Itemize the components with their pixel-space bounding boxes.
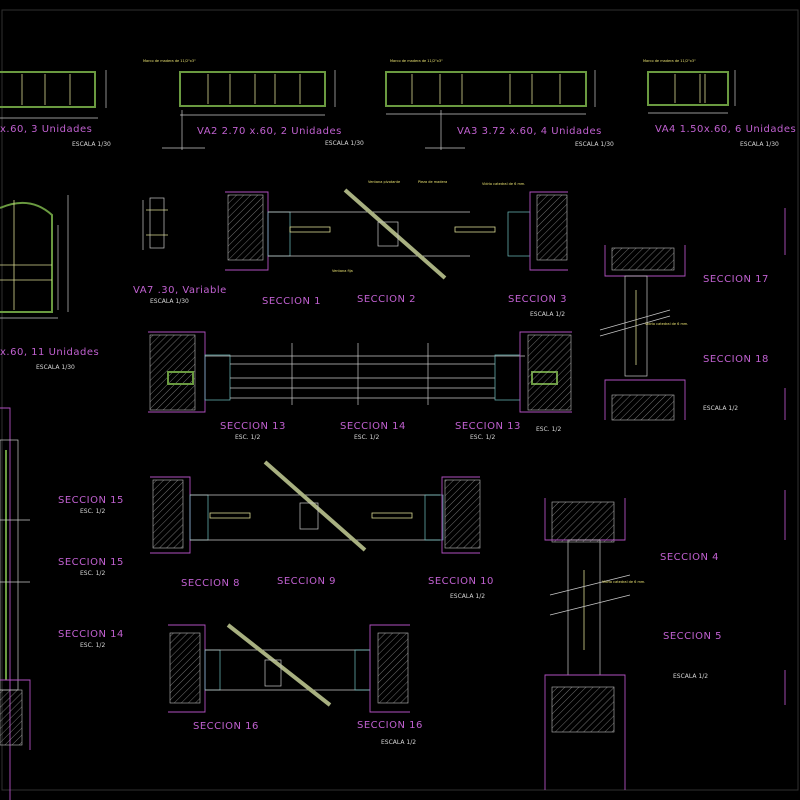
section-label-15b: SECCION 15 (58, 557, 124, 568)
section-label-15a: SECCION 15 (58, 495, 124, 506)
note-marco-va3: Marco de madera de 11/2"x3" (390, 59, 443, 63)
section-label-17: SECCION 17 (703, 274, 769, 285)
section-scale-1-3: ESCALA 1/2 (530, 311, 565, 318)
section-13-14-drawing (148, 331, 572, 413)
section-label-2: SECCION 2 (357, 294, 416, 305)
section-8-9-10-drawing (150, 460, 481, 554)
elevation-va1 (0, 70, 107, 119)
note-vidrio: Vidrio catedral de 6 mm. (482, 182, 525, 186)
elevation-va4 (647, 70, 736, 114)
note-vidrio-4: Vidrio catedral de 6 mm. (602, 580, 645, 584)
note-ventana-fija: Ventana fija (332, 269, 353, 273)
note-vidrio-17: Vidrio catedral de 6 mm. (645, 322, 688, 326)
section-scale-15a: ESC. 1/2 (80, 508, 105, 515)
elevation-scale-va3: ESCALA 1/30 (575, 141, 614, 148)
section-16-drawing (168, 623, 410, 713)
section-label-18: SECCION 18 (703, 354, 769, 365)
elevation-scale-va7: ESCALA 1/30 (150, 298, 189, 305)
elevation-title-va3: VA3 3.72 x.60, 4 Unidades (457, 126, 602, 137)
note-ventana-pivotante: Ventana pivotante (368, 180, 400, 184)
elevation-title-11: x.60, 11 Unidades (0, 347, 99, 358)
elevation-va7 (142, 197, 168, 250)
section-label-5: SECCION 5 (663, 631, 722, 642)
section-scale-13b: ESC. 1/2 (470, 434, 495, 441)
section-14-15-drawing (0, 407, 31, 800)
section-label-16b: SECCION 16 (357, 720, 423, 731)
section-17-18-drawing (599, 208, 786, 421)
elevation-va3 (385, 70, 596, 150)
section-1-2-3-drawing (225, 188, 568, 280)
section-label-14b: SECCION 14 (58, 629, 124, 640)
elevation-scale-va2: ESCALA 1/30 (325, 140, 364, 147)
section-scale-16: ESCALA 1/2 (381, 739, 416, 746)
section-label-4: SECCION 4 (660, 552, 719, 563)
elevation-scale-va4: ESCALA 1/30 (740, 141, 779, 148)
section-scale-13a: ESC. 1/2 (235, 434, 260, 441)
note-marco-va2: Marco de madera de 11/2"x3" (143, 59, 196, 63)
section-label-10: SECCION 10 (428, 576, 494, 587)
section-label-8: SECCION 8 (181, 578, 240, 589)
section-4-5-drawing (544, 490, 786, 790)
elevation-title-1: x.60, 3 Unidades (0, 124, 92, 135)
section-label-3: SECCION 3 (508, 294, 567, 305)
section-label-16a: SECCION 16 (193, 721, 259, 732)
section-scale-14: ESC. 1/2 (354, 434, 379, 441)
elevation-va2 (162, 70, 336, 150)
section-scale-8-10: ESCALA 1/2 (450, 593, 485, 600)
sheet-frame (1, 9, 799, 791)
elevation-title-va4: VA4 1.50x.60, 6 Unidades (655, 124, 796, 135)
elevation-scale-11: ESCALA 1/30 (36, 364, 75, 371)
section-scale-17-18: ESCALA 1/2 (703, 405, 738, 412)
elevation-arched (0, 195, 69, 319)
section-scale-14b: ESC. 1/2 (80, 642, 105, 649)
elevation-title-va7: VA7 .30, Variable (133, 285, 227, 296)
section-label-9: SECCION 9 (277, 576, 336, 587)
section-scale-4-5: ESCALA 1/2 (673, 673, 708, 680)
elevation-title-va2: VA2 2.70 x.60, 2 Unidades (197, 126, 342, 137)
elevation-scale-1: ESCALA 1/30 (72, 141, 111, 148)
section-label-13b: SECCION 13 (455, 421, 521, 432)
section-scale-15b: ESC. 1/2 (80, 570, 105, 577)
note-marco-va4: Marco de madera de 11/2"x3" (643, 59, 696, 63)
section-label-1: SECCION 1 (262, 296, 321, 307)
section-label-14: SECCION 14 (340, 421, 406, 432)
section-label-13a: SECCION 13 (220, 421, 286, 432)
section-scale-13-extra: ESC. 1/2 (536, 426, 561, 433)
note-pieza: Pieza de madera (418, 180, 447, 184)
